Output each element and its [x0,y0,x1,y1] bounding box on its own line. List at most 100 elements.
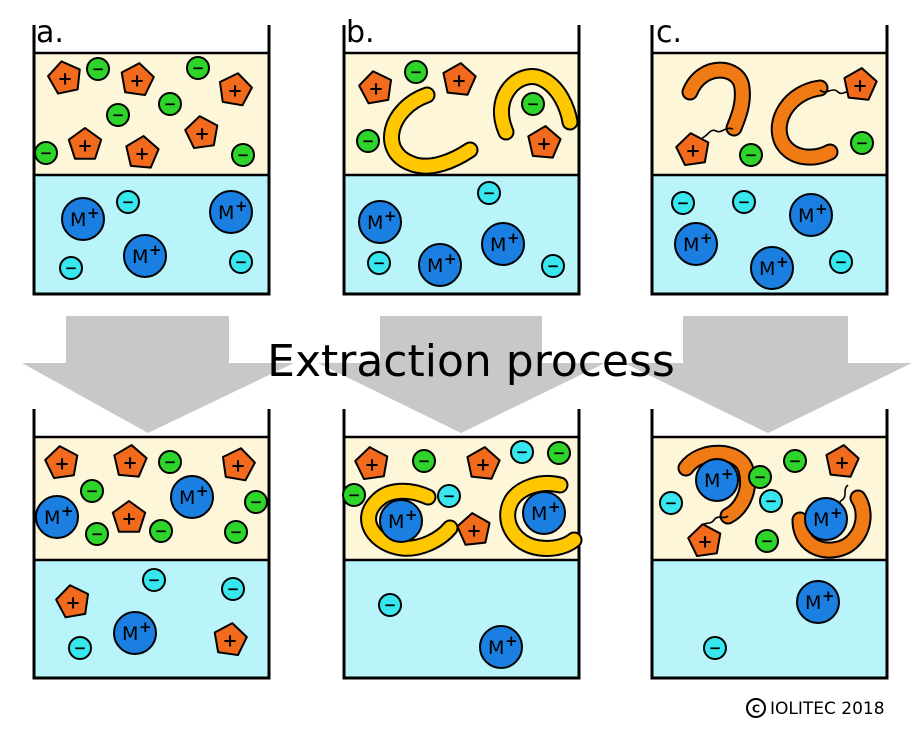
metal-charge: + [721,465,734,483]
anion-charge: − [483,184,496,202]
cation-shape [111,500,147,533]
anion-icon: − [86,57,110,81]
anion-shape [34,141,58,165]
anion-icon: − [659,491,683,515]
copyright-mark: C IOLITEC 2018 [746,698,885,719]
metal-letter: M [683,234,699,256]
cation-shape [113,444,148,478]
metal-ion-icon: M+ [522,491,566,535]
anion-icon: − [80,479,104,503]
anion-charge: − [164,453,177,471]
metal-shape [379,499,423,543]
cation-shape [456,512,491,546]
anion-icon: − [541,254,565,278]
metal-shape [358,200,402,244]
cation-charge: + [364,455,379,476]
cation-charge: + [834,453,849,474]
metal-letter: M [388,511,404,533]
ligand-body [679,446,754,523]
cation-charge: + [57,69,72,90]
anion-charge: − [516,443,529,461]
anion-charge: − [348,486,361,504]
cation-shape [354,446,389,481]
anion-icon: − [229,250,253,274]
anion-shape [829,250,853,274]
anion-icon: − [59,256,83,280]
anion-shape [342,483,366,507]
anion-shape [477,181,501,205]
anion-charge: − [65,259,78,277]
anion-shape [231,143,255,167]
anion-shape [659,491,683,515]
anion-shape [671,191,695,215]
anion-shape [510,440,534,464]
anion-icon: − [85,522,109,546]
anion-shape [186,56,210,80]
anion-charge: − [738,193,751,211]
anion-charge: − [754,468,767,486]
cation-shape [218,72,253,107]
cation-shape [466,446,501,480]
cation-icon: + [354,446,389,481]
anion-shape [149,519,173,543]
anion-shape [732,190,756,214]
beaker-wall [32,25,271,296]
metal-letter: M [132,246,148,268]
anion-shape [541,254,565,278]
cation-charge: + [134,144,149,165]
cation-icon: + [358,70,393,105]
anion-icon: − [116,190,140,214]
anion-shape [759,489,783,513]
ligand-icon [499,475,583,557]
cation-shape [358,70,393,105]
cation-charge: + [122,453,137,474]
cation-charge: + [65,593,80,614]
copyright-text: IOLITEC 2018 [770,699,885,719]
metal-charge: + [87,204,100,222]
cation-charge: + [129,71,144,92]
cation-shape [442,62,477,96]
anion-shape [158,450,182,474]
anion-shape [850,131,874,155]
cation-charge: + [536,134,551,155]
cation-charge: + [77,136,92,157]
anion-icon: − [829,250,853,274]
anion-shape [521,92,545,116]
metal-letter: M [44,507,60,529]
anion-icon: − [356,129,380,153]
anion-charge: − [761,532,774,550]
anion-icon: − [437,484,461,508]
anion-shape [229,250,253,274]
anion-charge: − [856,134,869,152]
anion-icon: − [703,636,727,660]
cation-icon: + [687,523,722,558]
anion-shape [748,465,772,489]
cation-charge: + [685,141,700,162]
anion-charge: − [235,253,248,271]
anion-shape [412,449,436,473]
ligand-icon [791,489,872,559]
metal-charge: + [61,502,74,520]
cation-charge: + [227,81,242,102]
ligand-body [772,81,837,164]
cation-icon: + [120,62,155,97]
anion-charge: − [74,639,87,657]
cation-icon: + [221,447,256,482]
anion-charge: − [40,144,53,162]
beaker-wall [650,25,889,296]
anion-charge: − [765,492,778,510]
anion-icon: − [412,449,436,473]
anion-icon: − [342,483,366,507]
cation-shape [825,444,860,478]
cation-shape [120,62,155,97]
metal-letter: M [122,623,138,645]
metal-ion-icon: M+ [695,458,739,502]
cation-charge: + [368,79,383,100]
metal-letter: M [70,209,86,231]
anion-shape [85,522,109,546]
anion-icon: − [850,131,874,155]
ligand-icon [770,79,839,166]
cation-charge: + [222,631,237,652]
metal-charge: + [139,618,152,636]
metal-letter: M [367,212,383,234]
